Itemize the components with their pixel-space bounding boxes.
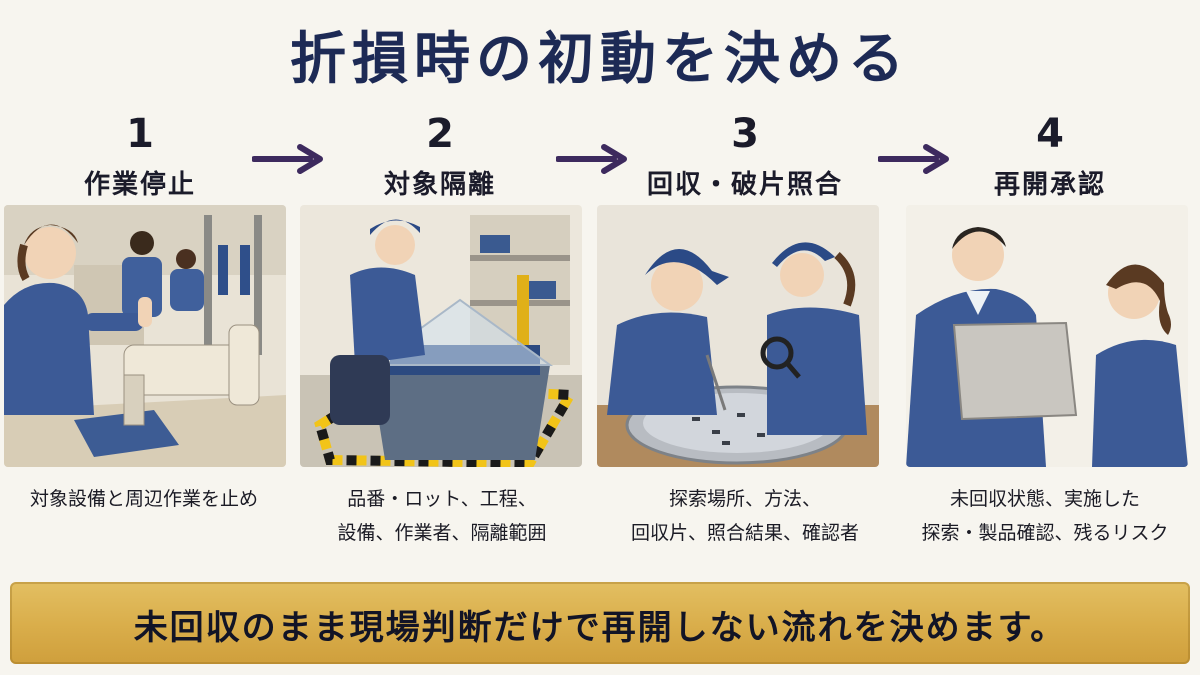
- summary-banner-text: 未回収のまま現場判断だけで再開しない流れを決めます。: [133, 608, 1067, 648]
- step-3-desc-line: 探索場所、方法、: [668, 488, 821, 510]
- step-3-number: 3: [731, 111, 759, 157]
- step-1-header: 1 作業停止: [0, 112, 290, 201]
- step-4-desc-line: 探索・製品確認、残るリスク: [921, 522, 1169, 544]
- step-3-label: 回収・破片照合: [646, 170, 843, 200]
- step-3-header: 3 回収・破片照合: [595, 112, 895, 201]
- step-4-description: 未回収状態、実施した 探索・製品確認、残るリスク: [895, 482, 1195, 550]
- step-4-desc-line: 未回収状態、実施した: [949, 488, 1140, 510]
- step-2-header: 2 対象隔離: [290, 112, 590, 201]
- step-2-label: 対象隔離: [383, 170, 496, 200]
- step-4-label: 再開承認: [993, 170, 1106, 200]
- page-title: 折損時の初動を決める: [290, 27, 910, 92]
- step-2-description: 品番・ロット、工程、 設備、作業者、隔離範囲: [292, 482, 592, 550]
- step-4-number: 4: [1036, 111, 1064, 157]
- arrow-right-icon: [252, 144, 323, 174]
- arrow-right-icon: [878, 144, 949, 174]
- illustration-stop-work: [4, 205, 286, 467]
- step-1-desc-line: 対象設備と周辺作業を止め: [29, 488, 258, 510]
- step-4-header: 4 再開承認: [900, 112, 1200, 201]
- step-2-desc-line: 品番・ロット、工程、: [347, 488, 537, 510]
- step-1-number: 1: [126, 111, 154, 157]
- illustration-restart-approval: [906, 205, 1188, 467]
- step-1-description: 対象設備と周辺作業を止め: [0, 482, 294, 516]
- step-3-description: 探索場所、方法、 回収片、照合結果、確認者: [595, 482, 895, 550]
- step-2-number: 2: [426, 111, 454, 157]
- step-1-label: 作業停止: [83, 170, 196, 200]
- illustration-isolate: [300, 205, 582, 467]
- illustration-collect-match: [597, 205, 879, 467]
- arrow-right-icon: [556, 144, 627, 174]
- step-3-desc-line: 回収片、照合結果、確認者: [630, 522, 859, 544]
- step-2-desc-line: 設備、作業者、隔離範囲: [337, 522, 547, 544]
- summary-banner: 未回収のまま現場判断だけで再開しない流れを決めます。: [10, 582, 1190, 664]
